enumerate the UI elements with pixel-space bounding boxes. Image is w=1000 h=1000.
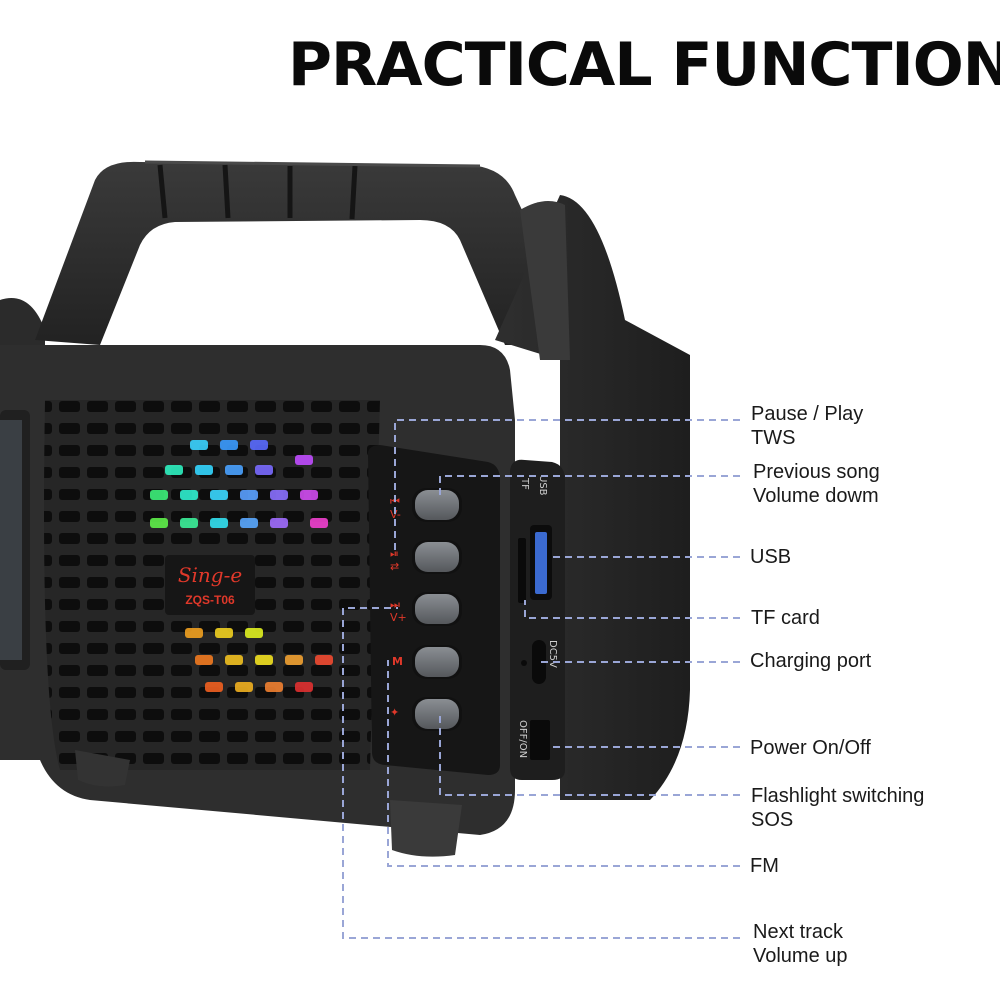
rgb-lights <box>150 440 333 692</box>
svg-text:OFF/ON: OFF/ON <box>517 720 528 758</box>
callout-line: Next track <box>753 921 844 943</box>
brand-plate <box>165 555 255 615</box>
callout-usb: USB <box>750 545 791 569</box>
model-label: ZQS-T06 <box>185 593 235 607</box>
svg-text:TF: TF <box>519 477 530 490</box>
brand-logo: Sing-e <box>178 563 242 587</box>
handle <box>35 161 585 345</box>
callout-line: Volume dowm <box>753 485 879 507</box>
callout-line: Flashlight switching <box>751 785 925 807</box>
callout-charging: Charging port <box>750 649 871 673</box>
tf-slot <box>518 538 526 603</box>
callout-line: FM <box>750 855 779 877</box>
power-switch <box>530 720 550 760</box>
callout-line: Volume up <box>753 945 848 967</box>
callout-pause-play: Pause / Play TWS <box>751 402 863 450</box>
svg-text:V+: V+ <box>390 611 407 624</box>
callout-line: TWS <box>751 427 796 449</box>
callout-line: Previous song <box>753 461 880 483</box>
svg-text:M: M <box>392 655 403 668</box>
svg-text:V-: V- <box>390 508 401 521</box>
callout-previous: Previous song Volume dowm <box>753 460 880 508</box>
svg-text:⏭: ⏭ <box>390 598 400 611</box>
callout-line: USB <box>750 546 792 568</box>
usb-port <box>530 525 552 600</box>
page-title: PRACTICAL FUNCTION <box>288 30 1000 100</box>
callout-next: Next track Volume up <box>753 920 848 968</box>
svg-text:DC5V: DC5V <box>547 640 558 668</box>
callout-line: Charging port <box>750 650 872 672</box>
callout-power: Power On/Off <box>750 736 871 760</box>
callout-line: Power On/Off <box>750 737 871 759</box>
callout-fm: FM <box>750 854 779 878</box>
callout-tf-card: TF card <box>751 606 820 630</box>
svg-text:⏮: ⏮ <box>390 495 400 508</box>
callout-line: Pause / Play <box>751 403 864 425</box>
callout-line: SOS <box>751 809 794 831</box>
svg-text:⏯: ⏯ <box>390 547 399 560</box>
svg-text:⇄: ⇄ <box>390 560 399 573</box>
svg-text:✦: ✦ <box>390 706 399 719</box>
svg-text:USB: USB <box>537 475 548 496</box>
callout-flashlight: Flashlight switching SOS <box>751 784 924 832</box>
callout-line: TF card <box>751 607 820 629</box>
usb-c-port <box>532 640 546 684</box>
